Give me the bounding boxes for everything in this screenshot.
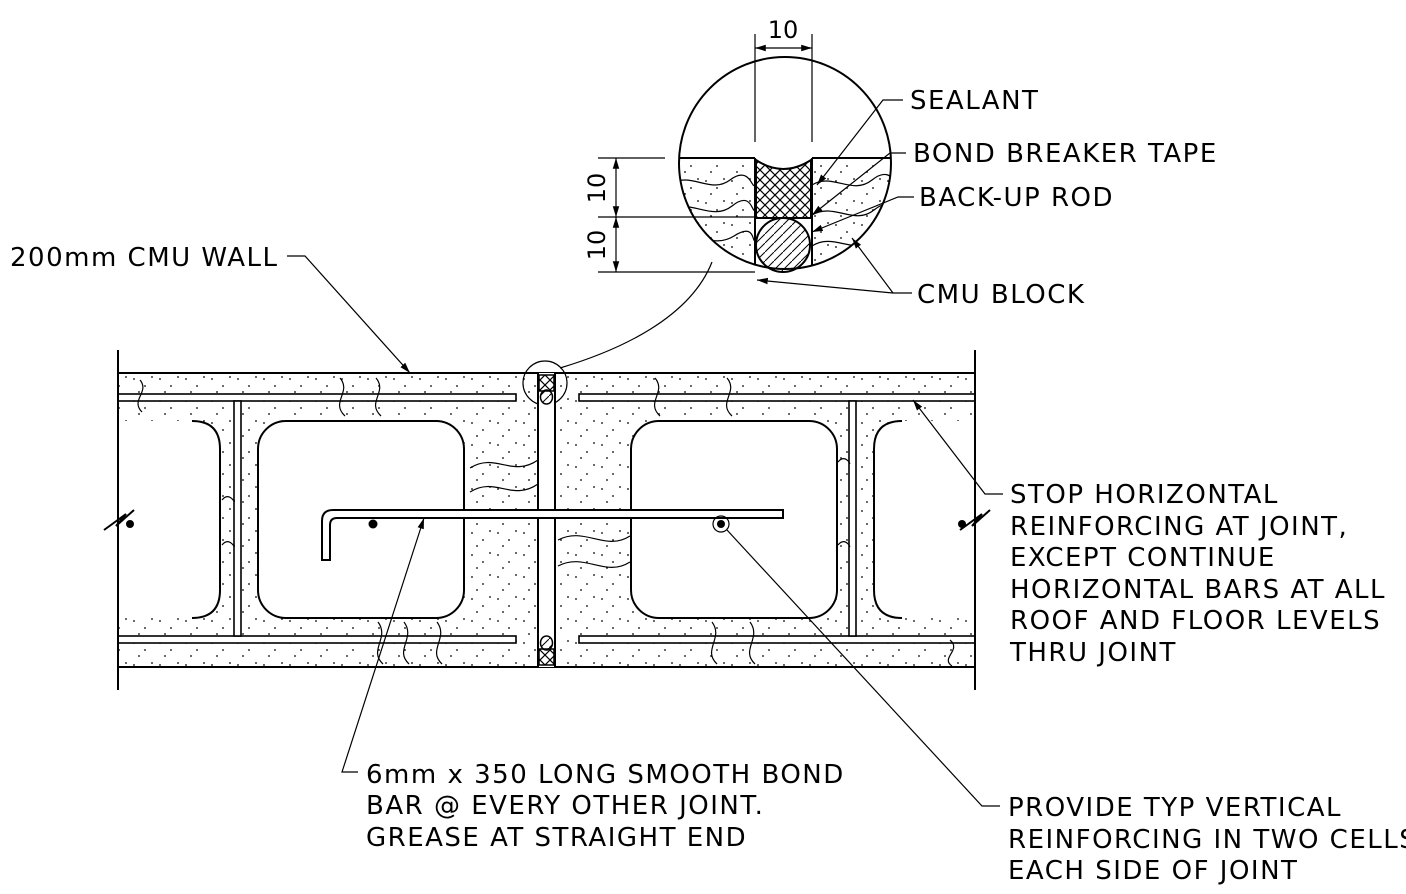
bond-bar-note-line: 6mm x 350 LONG SMOOTH BOND bbox=[366, 760, 845, 790]
enlarged-joint-detail: 10 10 10 SEALANT BOND BREAKER TAPE BACK-… bbox=[522, 16, 1218, 406]
bond-breaker-label: BOND BREAKER TAPE bbox=[913, 139, 1218, 169]
backup-rod bbox=[755, 217, 811, 273]
sealant-label: SEALANT bbox=[910, 86, 1039, 116]
sealant bbox=[755, 158, 812, 219]
cmu-cell-left bbox=[257, 420, 465, 619]
bond-bar-note-line: BAR @ EVERY OTHER JOINT. bbox=[366, 791, 764, 821]
side-dimension-lower: 10 bbox=[583, 230, 611, 261]
side-dimension-upper: 10 bbox=[583, 173, 611, 204]
stop-note-line: THRU JOINT bbox=[1009, 638, 1177, 668]
vertical-note-line: PROVIDE TYP VERTICAL bbox=[1008, 793, 1342, 823]
vertical-reinforcing-note: PROVIDE TYP VERTICAL REINFORCING IN TWO … bbox=[1008, 793, 1406, 886]
bond-bar-note: 6mm x 350 LONG SMOOTH BOND BAR @ EVERY O… bbox=[366, 760, 855, 853]
vertical-rebar-left bbox=[368, 519, 378, 529]
joint-sealant-bottom bbox=[538, 648, 555, 666]
vertical-note-line: EACH SIDE OF JOINT bbox=[1008, 856, 1298, 886]
stop-reinforcing-note: STOP HORIZONTAL REINFORCING AT JOINT, EX… bbox=[1009, 480, 1396, 668]
stop-note-line: EXCEPT CONTINUE bbox=[1010, 543, 1276, 573]
stop-note-line: HORIZONTAL BARS AT ALL bbox=[1010, 575, 1386, 605]
stop-note-line: ROOF AND FLOOR LEVELS bbox=[1010, 606, 1381, 636]
stop-note-line: STOP HORIZONTAL bbox=[1010, 480, 1279, 510]
bond-bar-note-line: GREASE AT STRAIGHT END bbox=[366, 823, 747, 853]
vertical-rebar-right bbox=[712, 515, 730, 533]
top-dimension: 10 bbox=[768, 16, 799, 44]
wall-plan-view bbox=[103, 350, 991, 690]
cmu-block-label: CMU BLOCK bbox=[917, 280, 1085, 310]
stop-note-line: REINFORCING AT JOINT, bbox=[1010, 512, 1348, 542]
cmu-cell-right bbox=[630, 420, 838, 619]
smooth-bond-bar bbox=[321, 509, 784, 561]
joint-sealant-top bbox=[538, 374, 555, 392]
vertical-note-line: REINFORCING IN TWO CELLS bbox=[1008, 825, 1406, 855]
backup-rod-label: BACK-UP ROD bbox=[919, 183, 1114, 213]
wall-label: 200mm CMU WALL bbox=[10, 243, 278, 273]
